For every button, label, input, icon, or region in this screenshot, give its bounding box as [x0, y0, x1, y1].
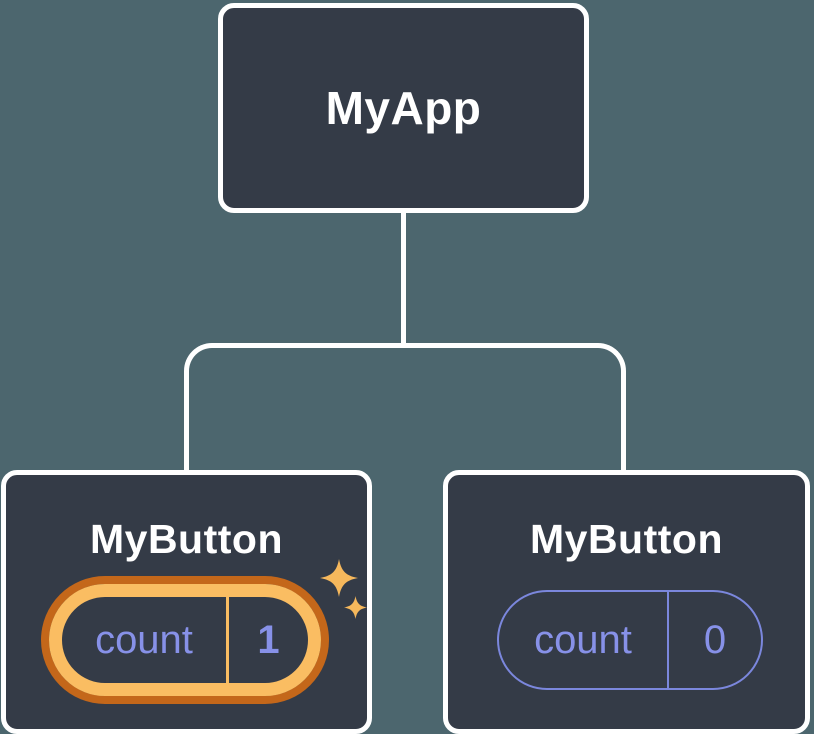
sparkle-icon	[320, 559, 358, 597]
connector-children-bracket	[184, 343, 626, 470]
node-mybutton-right-label: MyButton	[529, 516, 723, 562]
state-value-text: 0	[703, 617, 727, 662]
node-mybutton-right: MyButton count 0	[443, 470, 810, 734]
state-name: count	[62, 597, 229, 683]
connector-root-stem	[401, 211, 406, 346]
node-mybutton-left-label: MyButton	[89, 516, 283, 562]
state-value: 0	[669, 592, 761, 688]
node-myapp: MyApp	[218, 3, 589, 213]
node-myapp-label: MyApp	[325, 82, 482, 134]
state-value: 1	[229, 597, 308, 683]
state-name-text: count	[95, 617, 193, 662]
state-pill-highlighted: count 1	[49, 584, 321, 696]
state-name-text: count	[534, 617, 632, 662]
state-name: count	[499, 592, 669, 688]
state-value-text: 1	[257, 617, 280, 662]
sparkle-icon	[344, 596, 367, 619]
state-pill: count 0	[497, 590, 763, 690]
node-mybutton-left: MyButton count 1	[1, 470, 372, 734]
